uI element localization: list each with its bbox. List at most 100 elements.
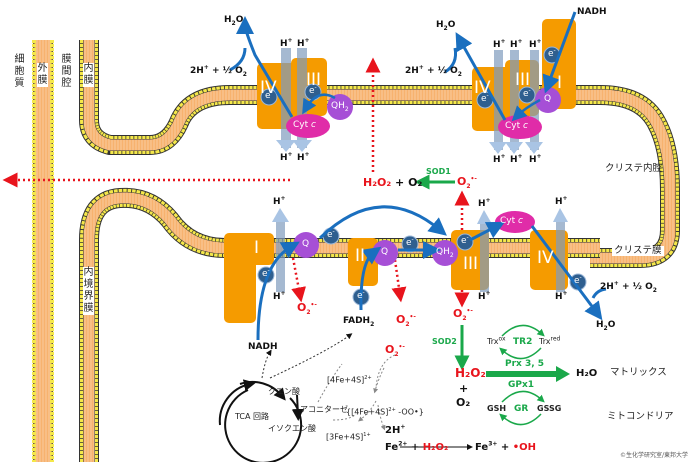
cyt-c-upper-right	[498, 115, 542, 139]
electron-label: e-	[481, 92, 489, 104]
proton-label: H+	[280, 151, 293, 163]
label-intermembrane-space: 膜間腔	[61, 54, 72, 90]
water-product: H2O	[596, 320, 616, 332]
label-matrix: マトリックス	[610, 367, 667, 378]
cyt-text: Cyt	[293, 120, 309, 130]
upper-left-supercomplex	[229, 16, 353, 152]
qh2-label: QH2	[436, 247, 454, 259]
electron-lower-iii	[456, 233, 474, 251]
superoxide-tca: O2•-	[385, 343, 405, 359]
superoxide-matrix: O2•-	[453, 307, 473, 323]
water-product: H2O	[224, 15, 244, 27]
sod2-label: SOD2	[432, 337, 457, 346]
tr2-cycle-bottom	[499, 347, 542, 360]
fenton-reactants: Fe2+ + H₂O₂	[385, 440, 449, 453]
electron-label: e-	[461, 234, 469, 246]
label-cytoplasm: 細胞質	[14, 54, 25, 90]
electron-label: e-	[574, 274, 582, 286]
water-product: H2O	[436, 20, 456, 32]
proton-label: H+	[273, 195, 286, 207]
plus-label: +	[459, 382, 469, 395]
cyt-c-label: Cyt c	[293, 121, 316, 130]
label-crista-lumen: クリステ内腔	[605, 163, 663, 174]
trx-ox-label: Trxox	[487, 335, 506, 346]
proton-label: H+	[529, 153, 542, 165]
proton-label: H+	[510, 38, 523, 50]
q-label: Q	[544, 94, 552, 104]
complex-i-label: I	[254, 238, 260, 258]
proton-channel-iv	[556, 220, 565, 292]
qh2-upper-left	[327, 94, 353, 120]
proton-label: H+	[478, 197, 491, 209]
cyt-text: Cyt	[505, 121, 521, 131]
electron-lower-q2	[401, 235, 419, 253]
label-outer-membrane: 外膜	[37, 63, 48, 87]
superoxide-c1-arrow	[291, 257, 306, 303]
electron-iv-upper-left	[260, 88, 278, 106]
tr2-cycle-top	[501, 324, 545, 337]
fenton-products: Fe3+ + •OH	[475, 440, 537, 453]
electron-label: e-	[262, 267, 270, 279]
tca-cycle-label: TCA 回路	[235, 412, 270, 421]
prx-gpx-arrowhead	[556, 366, 570, 382]
superoxide-complex-i: O2•-	[297, 301, 317, 317]
qh2-label: QH2	[331, 101, 349, 113]
fadh2-label: FADH2	[343, 316, 375, 328]
gsh-label: GSH	[487, 404, 507, 413]
complex-iv-label: IV	[537, 248, 554, 268]
membrane-layer	[83, 192, 600, 462]
cluster-4fe: [4Fe+4S]2+	[327, 375, 372, 385]
membrane-layer	[80, 188, 600, 462]
proton-channels	[276, 48, 312, 152]
cyt-c-lower	[495, 211, 535, 233]
cluster-3fe: [3Fe+4S]1+	[326, 432, 371, 442]
citrate-label: クエン酸	[268, 387, 300, 396]
label-mitochondria: ミトコンドリア	[607, 411, 674, 422]
proton-label: H+	[510, 153, 523, 165]
h2o2-matrix: H₂O₂	[455, 366, 486, 380]
label-inner-membrane: 内膜	[83, 63, 94, 87]
two-h-label: 2H+	[385, 423, 406, 436]
upper-right-supercomplex	[444, 11, 577, 154]
electron-label: e-	[309, 84, 317, 96]
oxygen-reaction: 2H+ + ½ O2	[600, 280, 657, 294]
cyt-c-upper-left	[286, 114, 330, 138]
membrane-layer	[79, 187, 600, 462]
inner-membrane-lower	[79, 187, 600, 462]
cluster-oo: {[4Fe+4S]2+ -OO•}	[346, 407, 424, 417]
electron-iii-upper-right	[518, 86, 536, 104]
gr-label: GR	[514, 404, 529, 414]
proton-label: H+	[555, 290, 568, 302]
proton-label: H+	[555, 195, 568, 207]
complex-iii-label: III	[306, 70, 322, 90]
cyt-c-italic: c	[523, 121, 528, 131]
proton-label: H+	[280, 37, 293, 49]
proton-channel-iii	[480, 222, 489, 292]
proton-label: H+	[478, 290, 491, 302]
complex-iii-label: III	[515, 70, 531, 90]
proton-label: H+	[529, 38, 542, 50]
superoxide-lumen: O2•-	[457, 175, 477, 191]
complex-iv-label: IV	[260, 78, 277, 98]
complex-iii-label: III	[463, 254, 479, 274]
label-crista-membrane: クリステ膜	[612, 245, 664, 256]
tr2-label: TR2	[513, 337, 533, 347]
copyright: ©生化学研究室/東邦大学	[620, 452, 689, 459]
complex-i-lower-arm	[224, 255, 256, 323]
water-matrix: H₂O	[576, 368, 598, 379]
q-label: Q	[302, 239, 310, 249]
superoxide-c2-arrow	[391, 259, 407, 303]
proton-label: H+	[297, 37, 310, 49]
sod1-label: SOD1	[426, 167, 451, 176]
cyt-c-italic: c	[311, 120, 316, 130]
cyt-c-italic: c	[518, 216, 523, 226]
o2-matrix: O₂	[456, 396, 471, 409]
cyt-c-label: Cyt c	[505, 122, 528, 131]
nadh-label: NADH	[577, 7, 607, 17]
prx-label: Prx 3, 5	[505, 359, 545, 369]
q-upper-right	[535, 87, 561, 113]
proton-label: H+	[273, 290, 286, 302]
q-label: Q	[381, 247, 389, 257]
proton-label: H+	[297, 151, 310, 163]
proton-channels	[489, 50, 543, 154]
